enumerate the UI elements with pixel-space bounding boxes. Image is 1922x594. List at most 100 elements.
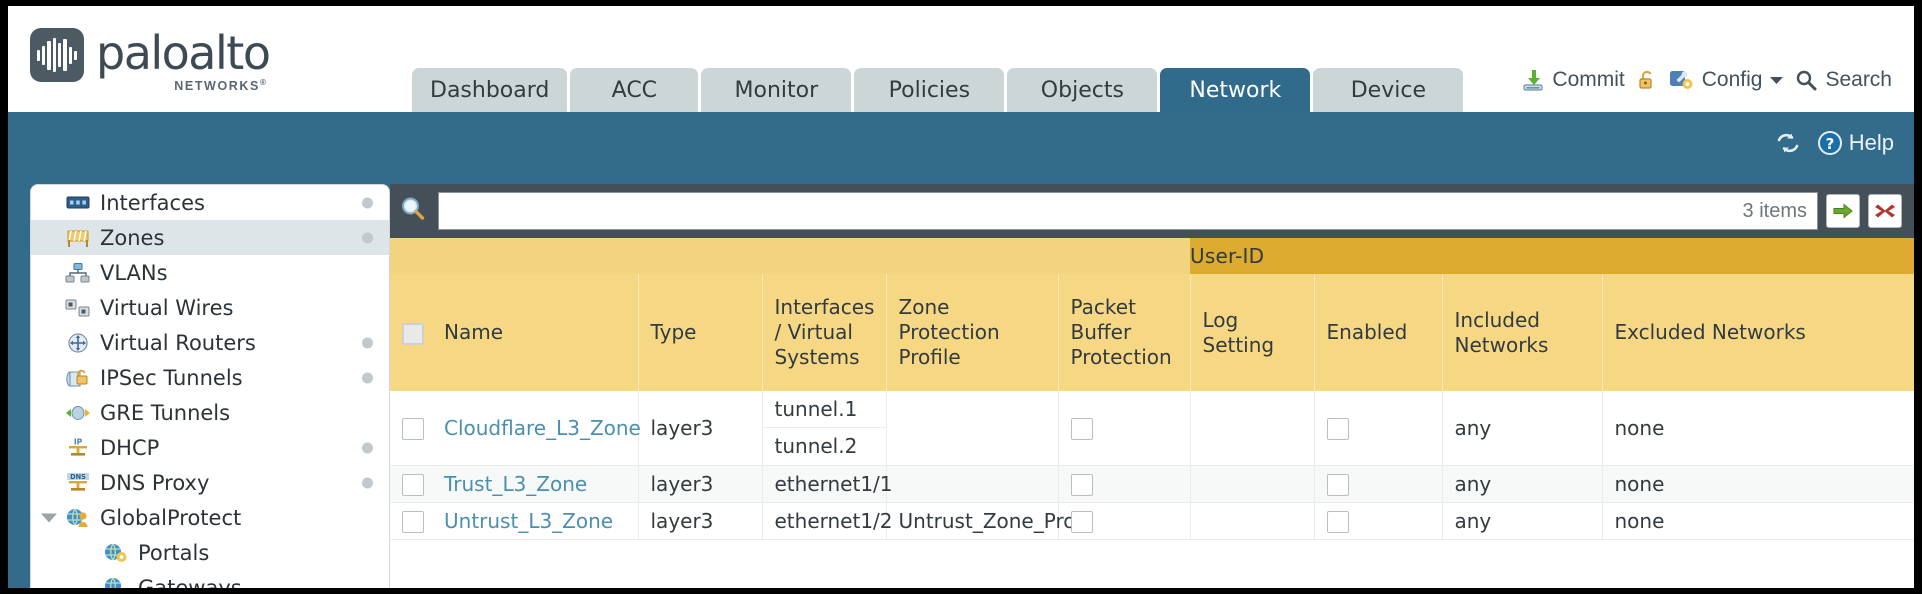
cell-log-setting [1190, 391, 1315, 466]
brand-tagline: NETWORKS® [174, 78, 268, 94]
filter-toolbar: 3 items [390, 184, 1914, 238]
column-header-type[interactable]: Type [638, 274, 763, 391]
sidebar-item-virtual-routers[interactable]: Virtual Routers [31, 325, 389, 360]
sidebar-item-ipsec-tunnels[interactable]: IPSec Tunnels [31, 360, 389, 395]
search-button[interactable]: Search [1794, 68, 1892, 92]
sidebar-item-label: Zones [100, 225, 165, 250]
cell-packet-buffer-protection [1058, 502, 1191, 540]
cell-excluded-networks: none [1602, 391, 1914, 466]
column-header-packet-buffer-protection[interactable]: Packet Buffer Protection [1058, 274, 1191, 391]
column-header-name[interactable]: Name [432, 274, 639, 391]
gateways-icon [103, 577, 129, 588]
apply-filter-button[interactable] [1826, 194, 1860, 228]
config-wrench-icon [1669, 68, 1695, 92]
packet-buffer-protection-checkbox[interactable] [1070, 511, 1093, 534]
tab-network[interactable]: Network [1160, 68, 1311, 112]
config-menu[interactable]: Config [1669, 68, 1785, 92]
cell-zone-protection-profile [886, 465, 1059, 503]
paloalto-logo-icon [30, 28, 84, 82]
search-magnifier-icon [1794, 68, 1818, 92]
zone-name-link[interactable]: Cloudflare_L3_Zone [444, 416, 641, 440]
userid-enabled-checkbox[interactable] [1326, 474, 1349, 497]
select-all-checkbox[interactable] [402, 322, 424, 345]
sidebar-item-gre-tunnels[interactable]: GRE Tunnels [31, 395, 389, 430]
column-header-row: Name Type Interfaces / Virtual Systems Z… [390, 274, 1914, 391]
cell-excluded-networks: none [1602, 502, 1914, 540]
sidebar-item-label: DHCP [100, 435, 160, 460]
help-button[interactable]: ? Help [1817, 130, 1894, 156]
cell-name[interactable]: Trust_L3_Zone [432, 465, 639, 503]
brand-name: paloalto [96, 26, 271, 80]
sidebar-item-dhcp[interactable]: IP DHCP [31, 430, 389, 465]
packet-buffer-protection-checkbox[interactable] [1070, 474, 1093, 497]
main-tabs: Dashboard ACC Monitor Policies Objects N… [412, 68, 1464, 112]
sub-header-band: ? Help [8, 112, 1914, 184]
sidebar-item-virtual-wires[interactable]: Virtual Wires [31, 290, 389, 325]
lock-icon[interactable] [1635, 68, 1659, 92]
row-checkbox[interactable] [402, 511, 424, 534]
userid-enabled-checkbox[interactable] [1326, 418, 1349, 441]
top-header: paloalto NETWORKS® Dashboard ACC Monitor… [8, 6, 1914, 112]
cell-packet-buffer-protection [1058, 391, 1191, 466]
search-input[interactable] [449, 194, 1733, 228]
userid-enabled-checkbox[interactable] [1326, 511, 1349, 534]
zones-table: User-ID Name Type Interfaces / Virtual S… [390, 238, 1914, 540]
tab-dashboard[interactable]: Dashboard [412, 68, 568, 112]
sidebar-item-label: Portals [138, 540, 210, 565]
search-field-wrapper[interactable]: 3 items [438, 192, 1818, 230]
table-row[interactable]: Trust_L3_Zone layer3 ethernet1/1 [390, 465, 1914, 503]
cell-log-setting [1190, 502, 1315, 540]
dhcp-icon: IP [65, 437, 91, 459]
help-icon: ? [1817, 130, 1843, 156]
group-header-row: User-ID [390, 238, 1914, 274]
group-header-userid: User-ID [1190, 238, 1914, 274]
packet-buffer-protection-checkbox[interactable] [1070, 418, 1093, 441]
tab-policies[interactable]: Policies [854, 68, 1005, 112]
search-label: Search [1825, 68, 1892, 91]
sidebar-item-zones[interactable]: Zones [31, 220, 389, 255]
clear-filter-button[interactable] [1868, 194, 1902, 228]
tab-objects[interactable]: Objects [1007, 68, 1158, 112]
cell-type: layer3 [638, 465, 763, 503]
table-row[interactable]: Untrust_L3_Zone layer3 ethernet1/2 Untru… [390, 502, 1914, 540]
column-header-zone-protection-profile[interactable]: Zone Protection Profile [886, 274, 1059, 391]
cell-type: layer3 [638, 502, 763, 540]
sidebar: Interfaces Zones VLANs Vir [30, 184, 390, 588]
cell-log-setting [1190, 465, 1315, 503]
vlans-icon [65, 262, 91, 284]
column-header-enabled[interactable]: Enabled [1314, 274, 1443, 391]
sidebar-item-dns-proxy[interactable]: DNS DNS Proxy [31, 465, 389, 500]
row-checkbox[interactable] [402, 418, 424, 441]
row-checkbox[interactable] [402, 474, 424, 497]
column-header-included-networks[interactable]: Included Networks [1442, 274, 1603, 391]
refresh-icon[interactable] [1775, 131, 1801, 155]
column-header-interfaces[interactable]: Interfaces / Virtual Systems [762, 274, 887, 391]
sidebar-item-portals[interactable]: Portals [31, 535, 389, 570]
zone-name-link[interactable]: Trust_L3_Zone [444, 472, 588, 496]
commit-button[interactable]: Commit [1521, 68, 1625, 92]
virtual-wires-icon [65, 297, 91, 319]
interface-item: tunnel.1 [762, 391, 886, 428]
column-header-excluded-networks[interactable]: Excluded Networks [1602, 274, 1914, 391]
select-all-header [390, 274, 432, 391]
content-panel: 3 items [390, 184, 1914, 588]
sidebar-item-label: DNS Proxy [100, 470, 210, 495]
sidebar-item-label: GlobalProtect [100, 505, 242, 530]
config-label: Config [1701, 68, 1763, 91]
row-select-cell [390, 502, 432, 540]
status-dot [362, 197, 373, 208]
cell-name[interactable]: Cloudflare_L3_Zone [432, 391, 641, 466]
sidebar-item-globalprotect[interactable]: GlobalProtect [31, 500, 389, 535]
sidebar-item-vlans[interactable]: VLANs [31, 255, 389, 290]
tab-monitor[interactable]: Monitor [701, 68, 852, 112]
sidebar-item-interfaces[interactable]: Interfaces [31, 185, 389, 220]
tab-device[interactable]: Device [1313, 68, 1464, 112]
column-header-log-setting[interactable]: Log Setting [1190, 274, 1315, 391]
cell-name[interactable]: Untrust_L3_Zone [432, 502, 639, 540]
tab-acc[interactable]: ACC [570, 68, 699, 112]
expand-caret-icon[interactable] [41, 513, 57, 522]
zone-name-link[interactable]: Untrust_L3_Zone [444, 509, 614, 533]
cell-interfaces: ethernet1/1 [762, 465, 893, 503]
cell-userid-enabled [1314, 502, 1443, 540]
sidebar-item-gateways[interactable]: Gateways [31, 570, 389, 588]
